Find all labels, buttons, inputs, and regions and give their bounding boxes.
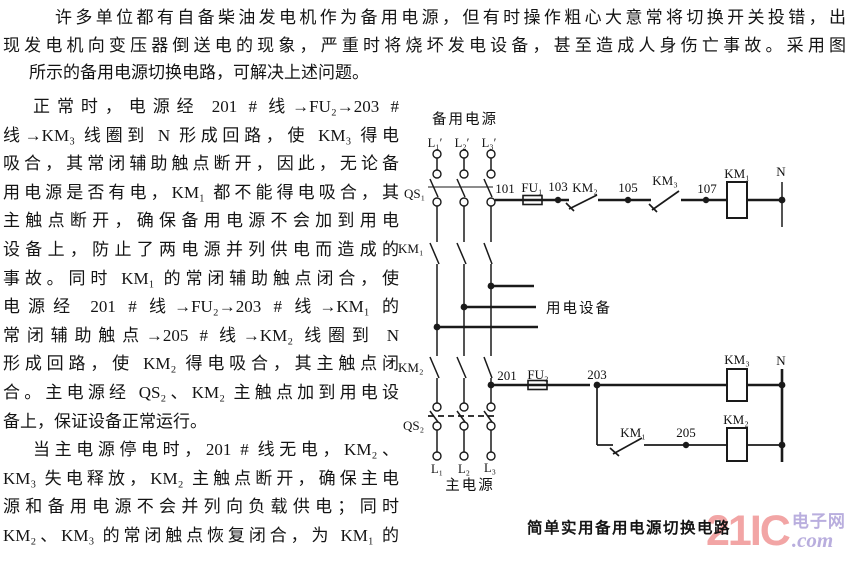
km1-nc-contact [609,447,620,457]
body-line: 吸合，其常闭辅助触点断开，因此，无论备 [3,154,399,174]
terminal-l1-label: L₁ [431,462,443,476]
wire-203-label: 203 [587,367,607,382]
km1-coil-branch: 101 FU₁ 103 KM₂ 105 KM₃ 107 KM₁ N [495,164,786,227]
body-line: 事故。同时 KM₁ 的常闭辅助触点闭合，使 [3,268,399,288]
km3-nc-contact [648,203,658,213]
fuse-fu2 [527,379,548,391]
qs2-label: QS₂ [403,418,424,433]
km3-coil-label: KM₃ [724,352,749,367]
km2-main-contacts: KM₂ [398,356,493,379]
body-line: 合。主电源经 QS₂、KM₂ 主触点加到用电设 [3,382,399,402]
intro-line: 许多单位都有自备柴油发电机作为备用电源，但有时操作粗心大意常将切换开关投错，出 [55,8,846,27]
terminal-l3-prime-label: L₃′ [482,136,497,150]
load-feeders: 用电设备 [433,282,612,331]
body-line: 设备上，防止了两电源并列供电而造成的 [3,239,399,259]
km2-coil-label: KM₂ [723,412,748,427]
body-line: 源和备用电源不会并列向负载供电；同时 [3,497,399,517]
km3-nc-label: KM₃ [652,173,677,188]
qs1-switch: QS₁ [404,178,496,207]
terminal-l2-label: L₂ [458,462,470,476]
body-line: KM₃ 失电释放，KM₂ 主触点断开，确保主电 [3,468,399,488]
21ic-watermark: 21IC 电子网 .com [706,507,846,555]
km1-coil [726,181,748,219]
main-source-label: 主电源 [445,477,495,494]
neutral-top-label: N [776,164,786,179]
km1-coil-label: KM₁ [724,166,749,181]
wire-103-label: 103 [548,179,568,194]
neutral-bottom-label: N [776,353,786,368]
km2-main-label: KM₂ [398,360,423,375]
wire-205-label: 205 [676,425,696,440]
km2-nc-label: KM₂ [572,180,597,195]
qs2-switch: QS₂ L₁ L₂ L₃ 主电源 [403,402,497,494]
load-label: 用电设备 [546,300,612,317]
qs1-label: QS₁ [404,186,425,201]
21ic-domain-text: .com [791,528,834,552]
terminal-l1-prime-label: L₁′ [428,136,443,150]
body-line: 当主电源停电时，201 # 线无电，KM₂、 [33,440,399,460]
intro-paragraph: 许多单位都有自备柴油发电机作为备用电源，但有时操作粗心大意常将切换开关投错，出 … [3,4,846,87]
wire-101-label: 101 [495,181,515,196]
body-line: 线→KM₃ 线圈到 N 形成回路，使 KM₃ 得电 [3,125,399,145]
wire-201-label: 201 [497,368,517,383]
fu2-label: FU₂ [527,367,548,382]
fu1-label: FU₁ [521,180,542,195]
km1-nc-label: KM₁ [620,425,645,440]
21ic-site-block: 电子网 .com [791,512,846,552]
21ic-brand-text: 21IC [706,507,791,555]
body-line: 主触点断开，确保备用电源不会加到用电 [3,211,399,231]
intro-line: 所示的备用电源切换电路，可解决上述问题。 [29,63,369,83]
km3-km2-coil-branch: 201 FU₂ 203 KM₃ N KM₁ 205 KM₂ [487,352,786,462]
body-line: 电源经 201 # 线→FU₂→203 # 线→KM₁ 的 [3,297,399,317]
intro-line: 现发电机向变压器倒送电的现象，严重时将烧坏发电设备，甚至造成人身伤亡事故。采用图 [3,35,846,55]
km2-nc-contact [565,202,575,212]
body-line: KM₂、KM₃ 的常闭触点恢复闭合，为 KM₁ 的 [3,525,399,545]
wire-107-label: 107 [697,181,717,196]
body-line: 形成回路，使 KM₂ 得电吸合，其主触点闭 [3,354,399,374]
fuse-fu1 [522,194,543,206]
km1-main-contacts: KM₁ [398,241,493,265]
backup-source-label: 备用电源 [432,111,498,128]
terminal-l3-label: L₃ [484,461,496,475]
body-line: 用电源是否有电，KM₁ 都不能得电吸合，其 [3,182,399,202]
km1-main-label: KM₁ [398,241,423,256]
body-line: 备上，保证设备正常运行。 [3,411,207,431]
wire-105-label: 105 [618,180,638,195]
body-line: 正常时，电源经 201 # 线→FU₂→203 # [33,97,399,116]
km2-coil [726,427,748,462]
km3-coil [726,368,748,402]
figure-caption: 简单实用备用电源切换电路 [527,520,732,537]
body-text-column: 正常时，电源经 201 # 线→FU₂→203 # 线→KM₃ 线圈到 N 形成… [3,93,399,551]
body-line: 常闭辅助触点→205 # 线→KM₂ 线圈到 N [3,325,399,345]
terminal-l2-prime-label: L₂′ [455,136,470,150]
backup-source-section: 备用电源 L₁′ L₂′ L₃′ [428,111,498,179]
21ic-site-text: 电子网 [791,512,846,531]
